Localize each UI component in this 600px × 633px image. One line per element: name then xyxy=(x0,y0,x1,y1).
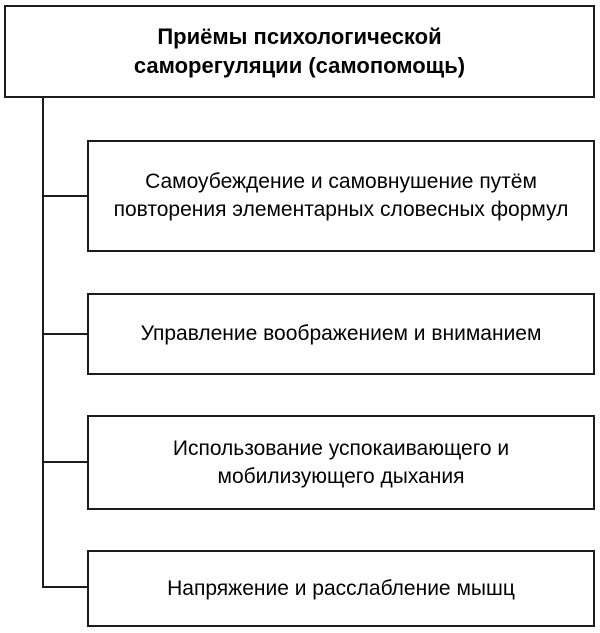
child-box-label: Управление воображением и вниманием xyxy=(140,322,542,346)
child-box-breathing: Использование успокаивающего и мобилизую… xyxy=(87,415,595,510)
connector-vertical-line xyxy=(42,98,44,588)
child-box-label: Самоубеждение и самовнушение путём повто… xyxy=(113,170,569,221)
connector-branch-3 xyxy=(42,461,87,463)
root-box-title: Приёмы психологической саморегуляции (са… xyxy=(4,5,595,98)
connector-branch-1 xyxy=(42,195,87,197)
child-box-self-persuasion: Самоубеждение и самовнушение путём повто… xyxy=(87,140,595,252)
child-box-muscles: Напряжение и расслабление мышц xyxy=(87,550,595,627)
child-box-label: Использование успокаивающего и мобилизую… xyxy=(172,436,510,488)
connector-branch-4 xyxy=(42,586,87,588)
child-box-label: Напряжение и расслабление мышц xyxy=(167,576,515,600)
child-box-imagination-attention: Управление воображением и вниманием xyxy=(87,293,595,375)
connector-branch-2 xyxy=(42,333,87,335)
root-box-label: Приёмы психологической саморегуляции (са… xyxy=(133,23,466,78)
